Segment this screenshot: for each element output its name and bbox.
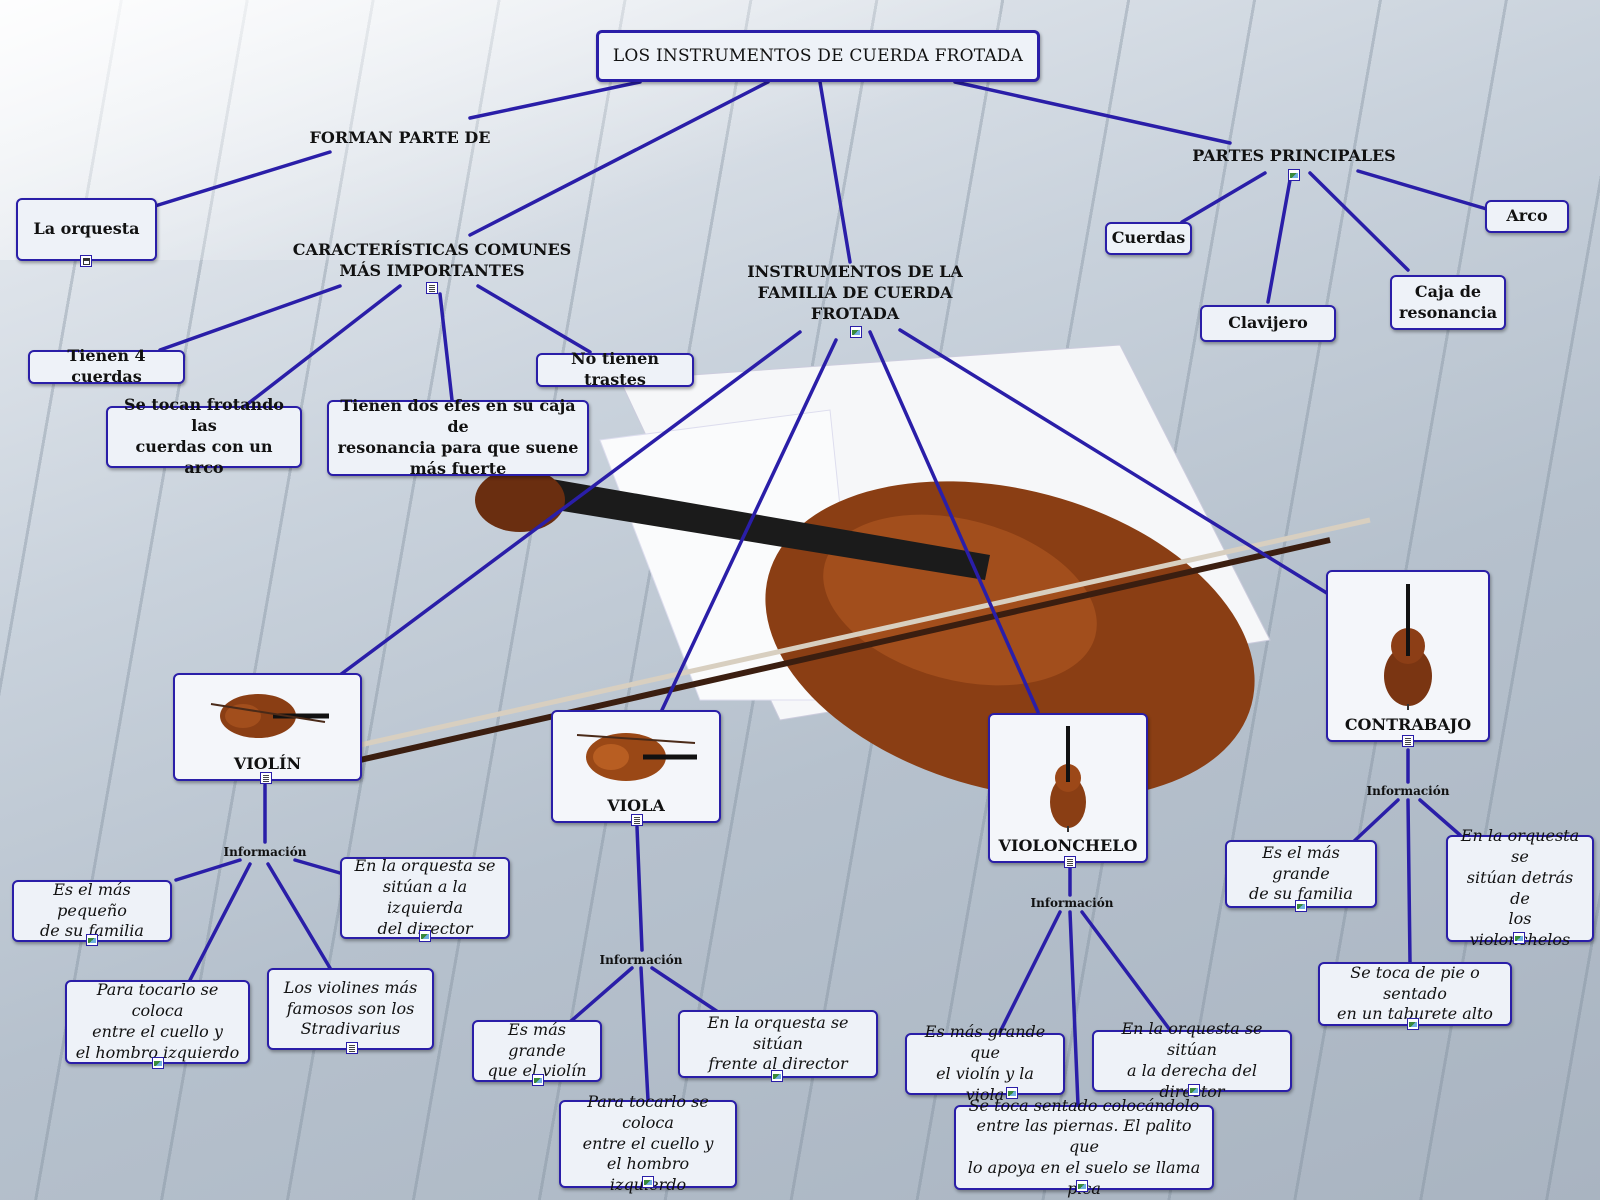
cello-image xyxy=(1050,725,1086,832)
note-violin-cuello[interactable]: Para tocarlo se coloca entre el cuello y… xyxy=(65,980,250,1064)
image-icon[interactable] xyxy=(419,930,431,942)
double-bass-image xyxy=(1384,583,1432,710)
note-icon[interactable] xyxy=(1402,735,1414,747)
note-contrabajo-taburete[interactable]: Se toca de pie o sentado en un taburete … xyxy=(1318,962,1512,1026)
image-icon[interactable] xyxy=(86,934,98,946)
image-icon[interactable] xyxy=(1407,1018,1419,1030)
note-viola-frente[interactable]: En la orquesta se sitúan frente al direc… xyxy=(678,1010,878,1078)
image-icon[interactable] xyxy=(532,1074,544,1086)
note-violin-stradivarius[interactable]: Los violines más famosos son los Stradiv… xyxy=(267,968,434,1050)
instrument-contrabajo[interactable]: CONTRABAJO xyxy=(1326,570,1490,742)
instrument-name: VIOLÍN xyxy=(233,754,302,774)
node-arco[interactable]: Arco xyxy=(1485,200,1569,233)
instrument-violin[interactable]: VIOLÍN xyxy=(173,673,362,781)
node-clavijero[interactable]: Clavijero xyxy=(1200,305,1336,342)
instrument-name: VIOLA xyxy=(607,796,665,816)
image-icon[interactable] xyxy=(1188,1084,1200,1096)
image-icon[interactable] xyxy=(1513,932,1525,944)
image-icon[interactable] xyxy=(1006,1087,1018,1099)
image-icon[interactable] xyxy=(771,1070,783,1082)
map-title[interactable]: LOS INSTRUMENTOS DE CUERDA FROTADA xyxy=(596,30,1040,82)
info-label: Información xyxy=(1366,784,1450,798)
note-viola-grande[interactable]: Es más grande que el violín xyxy=(472,1020,602,1082)
instrument-viola[interactable]: VIOLA xyxy=(551,710,721,823)
map-link-icon[interactable] xyxy=(80,255,92,267)
note-icon[interactable] xyxy=(426,282,438,294)
note-icon[interactable] xyxy=(346,1042,358,1054)
image-icon[interactable] xyxy=(152,1057,164,1069)
note-icon[interactable] xyxy=(631,814,643,826)
note-icon[interactable] xyxy=(260,772,272,784)
branch-caracteristicas[interactable]: CARACTERÍSTICAS COMUNES MÁS IMPORTANTES xyxy=(292,240,572,280)
note-icon[interactable] xyxy=(1064,856,1076,868)
info-label: Información xyxy=(1030,896,1114,910)
branch-instrumentos[interactable]: INSTRUMENTOS DE LA FAMILIA DE CUERDA FRO… xyxy=(747,262,963,323)
instrument-violonchelo[interactable]: VIOLONCHELO xyxy=(988,713,1148,863)
node-dos-efes[interactable]: Tienen dos efes en su caja de resonancia… xyxy=(327,396,589,478)
note-contrabajo-detras[interactable]: En la orquesta se sitúan detrás de los v… xyxy=(1446,826,1594,949)
note-violonchelo-derecha[interactable]: En la orquesta se sitúan a la derecha de… xyxy=(1092,1019,1292,1101)
note-violonchelo-grande[interactable]: Es más grande que el violín y la viola xyxy=(905,1022,1065,1104)
instrument-name: CONTRABAJO xyxy=(1344,715,1472,735)
note-violonchelo-pica[interactable]: Se toca sentado colocándolo entre las pi… xyxy=(954,1096,1214,1198)
image-icon[interactable] xyxy=(1288,169,1300,181)
node-caja-resonancia[interactable]: Caja de resonancia xyxy=(1390,275,1506,330)
note-contrabajo-grande[interactable]: Es el más grande de su familia xyxy=(1225,840,1377,908)
node-la-orquesta[interactable]: La orquesta xyxy=(16,198,157,261)
image-icon[interactable] xyxy=(850,326,862,338)
instrument-name: VIOLONCHELO xyxy=(998,836,1138,856)
violin-image xyxy=(210,694,329,739)
node-frotando-arco[interactable]: Se tocan frotando las cuerdas con un arc… xyxy=(106,395,302,477)
branch-forman-parte-de[interactable]: FORMAN PARTE DE xyxy=(309,128,491,147)
viola-image xyxy=(576,733,697,782)
image-icon[interactable] xyxy=(1295,900,1307,912)
node-sin-trastes[interactable]: No tienen trastes xyxy=(536,349,694,389)
info-label: Información xyxy=(599,953,683,967)
branch-partes-principales[interactable]: PARTES PRINCIPALES xyxy=(1192,146,1396,165)
note-viola-cuello[interactable]: Para tocarlo se coloca entre el cuello y… xyxy=(559,1092,737,1194)
note-violin-izquierda[interactable]: En la orquesta se sitúan a la izquierda … xyxy=(340,856,510,939)
info-label: Información xyxy=(223,845,307,859)
image-icon[interactable] xyxy=(1076,1180,1088,1192)
note-violin-pequeno[interactable]: Es el más pequeño de su familia xyxy=(12,880,172,942)
image-icon[interactable] xyxy=(642,1176,654,1188)
node-cuerdas[interactable]: Cuerdas xyxy=(1105,222,1192,255)
node-cuerdas-4[interactable]: Tienen 4 cuerdas xyxy=(28,346,185,386)
